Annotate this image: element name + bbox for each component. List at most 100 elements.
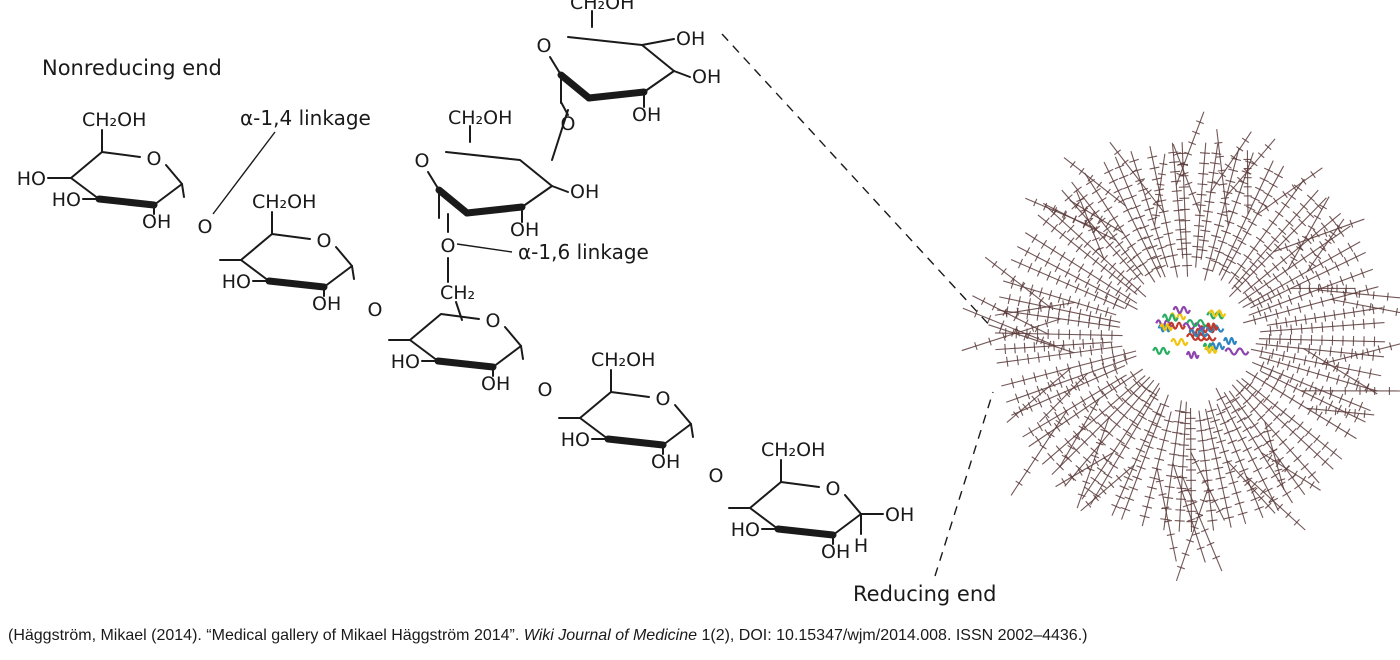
glycogen-branch <box>1236 379 1334 470</box>
alpha14-callout-line <box>212 131 276 215</box>
protein-helix <box>1204 345 1218 354</box>
ring-bond-c3-c4 <box>240 259 270 282</box>
glycogen-branch <box>1220 165 1323 281</box>
glycogen-branch <box>1064 379 1155 487</box>
ring-bond-front-wedge-left <box>557 71 593 102</box>
protein-helix <box>1172 305 1191 315</box>
ch2-c5-bond <box>455 301 463 321</box>
glycogen-branch <box>988 324 1123 367</box>
glycogen-branch <box>1109 141 1181 278</box>
ring-bond-front-wedge <box>463 203 526 217</box>
ring-bond-front-wedge <box>585 88 648 102</box>
glycogen-branch <box>1175 410 1218 582</box>
glycosidic-oxygen-2: O <box>368 299 383 321</box>
c1-glycosidic-bond <box>520 345 524 360</box>
ring-bond-upper <box>70 151 141 179</box>
ring-bond-o-c1 <box>165 164 183 185</box>
glycogen-branch <box>1231 189 1319 290</box>
c2-hydroxyl-group: OH <box>142 211 171 233</box>
ring-bond-upper <box>445 151 553 187</box>
nonreducing-end-label: Nonreducing end <box>42 56 222 80</box>
glycogen-branch <box>1028 368 1144 468</box>
glycogen-branch <box>1010 258 1125 310</box>
glycogen-branch <box>1250 251 1366 309</box>
zoom-line-top <box>721 33 993 329</box>
glycogen-branch <box>1160 400 1206 563</box>
protein-helix <box>1210 341 1226 351</box>
hydroxymethyl-group: CH₂OH <box>591 349 655 371</box>
ring-bond-c1-c2 <box>153 183 183 206</box>
protein-helix <box>1159 322 1174 332</box>
ring-bond-front-wedge <box>95 195 158 209</box>
ring-bond-o-c1 <box>549 56 562 76</box>
source-citation: (Häggström, Mikael (2014). “Medical gall… <box>8 627 1398 645</box>
anomeric-hydrogen: H <box>854 535 868 557</box>
glycogen-chain-structure: OCH₂OHHOHOOHOCH₂OHHOOHOHOOHOCH₂OHHOOHOCH… <box>17 0 915 563</box>
c1-glycosidic-bond <box>690 423 694 438</box>
glycogen-branch <box>1006 354 1137 423</box>
c3-hydroxyl-group: HO <box>561 429 590 451</box>
glycogen-branch <box>1080 403 1162 516</box>
glycogen-branch <box>1228 390 1306 496</box>
c2-hydroxyl-group: OH <box>481 373 510 395</box>
c3-hydroxyl-group: HO <box>391 351 420 373</box>
glycogen-branch <box>962 307 1113 355</box>
c4-oh-bond <box>551 185 569 193</box>
c1-glycosidic-bond <box>181 183 185 198</box>
c3-hydroxyl-group: HO <box>222 271 251 293</box>
ring-oxygen-atom: O <box>537 35 552 57</box>
glycogen-branch <box>1241 378 1343 460</box>
ring-bond-c1-c2 <box>323 265 353 288</box>
glycogen-branch <box>1069 172 1156 283</box>
protein-helix <box>1208 309 1227 318</box>
anomeric-hydroxyl-group: OH <box>885 504 914 526</box>
glycogen-branch <box>1215 403 1306 531</box>
glycogen-branch <box>1258 333 1385 347</box>
hydroxymethyl-group: CH₂OH <box>570 0 634 14</box>
glycogen-branch <box>1011 364 1126 416</box>
ring-bond-upper <box>579 391 650 419</box>
protein-helix <box>1169 312 1187 321</box>
alpha16-callout-line <box>456 243 513 253</box>
glycogen-branch <box>1010 374 1127 496</box>
hydroxymethyl-group: CH₂OH <box>448 107 512 129</box>
ring-bond-c3-c4 <box>643 70 675 93</box>
ring-bond-c1-c2 <box>832 513 862 536</box>
glycogen-branch <box>1260 370 1400 423</box>
ring-oxygen-atom: O <box>147 148 162 170</box>
glycogen-branch <box>1025 189 1145 285</box>
ring-oxygen-atom: O <box>415 150 430 172</box>
glycogenin-protein-core <box>1152 305 1250 360</box>
protein-helix <box>1185 350 1200 360</box>
c1-glycosidic-bond <box>351 265 355 280</box>
glycogen-branch <box>1202 408 1235 528</box>
protein-helix <box>1224 347 1250 356</box>
ring-bond-o-c1 <box>674 404 692 425</box>
ring-bond-c3-c4 <box>749 507 779 530</box>
glycogen-branch <box>1174 401 1223 572</box>
glycogen-branch <box>1001 348 1137 423</box>
glycogen-branch <box>1055 382 1160 500</box>
alpha14-linkage-label: α-1,4 linkage <box>240 106 371 130</box>
zoom-line-bottom <box>934 391 994 577</box>
c3-hydroxyl-group: HO <box>731 519 760 541</box>
ring-bond-upper <box>409 313 480 341</box>
protein-helix <box>1168 321 1186 330</box>
glycogen-branch <box>1228 178 1305 284</box>
glycogen-branch <box>1025 232 1138 304</box>
glycogen-branch <box>1228 197 1365 298</box>
ring-bond-c1-c2 <box>662 423 692 446</box>
glycogen-branch <box>1238 196 1351 304</box>
glycogen-branch <box>1218 150 1274 276</box>
ring-oxygen-atom: O <box>486 310 501 332</box>
ring-bond-c3-c4 <box>521 185 553 208</box>
citation-suffix: 1(2), DOI: 10.15347/wjm/2014.008. ISSN 2… <box>697 627 1088 644</box>
glycogen-branch <box>1185 408 1225 532</box>
glycogen-branch <box>1260 318 1385 337</box>
glycosidic-oxygen-3: O <box>538 379 553 401</box>
ring-bond-front-wedge-left <box>435 186 471 217</box>
